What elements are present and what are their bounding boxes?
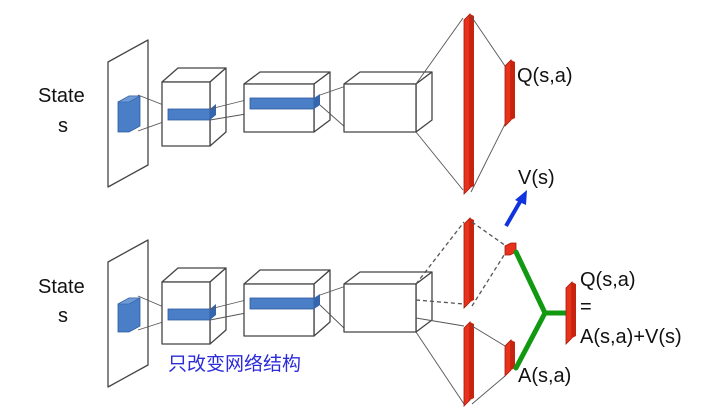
top-conv-cube-2 — [243, 71, 331, 133]
bottom-state-symbol: s — [58, 305, 68, 327]
bottom-network: State s V(s) A(s,a) Q(s,a) = A(s,a)+V(s) — [38, 167, 682, 407]
top-state-symbol: s — [58, 115, 68, 137]
combine-connector — [513, 249, 569, 371]
bottom-conv-cube-2 — [243, 269, 331, 337]
final-sum-label: A(s,a)+V(s) — [580, 326, 682, 348]
bottom-state-label: State — [38, 276, 85, 298]
top-q-output-layer — [504, 59, 515, 127]
final-equals-sign: = — [580, 296, 592, 318]
top-q-label: Q(s,a) — [517, 65, 573, 87]
advantage-fc-layer — [463, 321, 474, 407]
final-q-output-layer — [565, 281, 576, 345]
advantage-label: A(s,a) — [518, 365, 571, 387]
value-fc-layer — [463, 217, 474, 309]
top-network: State s Q(s,a) — [38, 13, 573, 195]
top-state-label: State — [38, 85, 85, 107]
top-fc-layer — [463, 13, 474, 195]
structure-change-annotation: 只改变网络结构 — [168, 353, 301, 375]
bottom-dense-block — [343, 271, 433, 333]
top-dense-block — [343, 71, 433, 133]
bottom-conv-cube-1 — [161, 267, 227, 345]
value-label: V(s) — [518, 167, 555, 189]
advantage-output-layer — [504, 339, 515, 377]
value-arrow-icon — [504, 190, 527, 227]
top-conv-cube-1 — [161, 67, 227, 147]
final-q-label: Q(s,a) — [580, 269, 636, 291]
